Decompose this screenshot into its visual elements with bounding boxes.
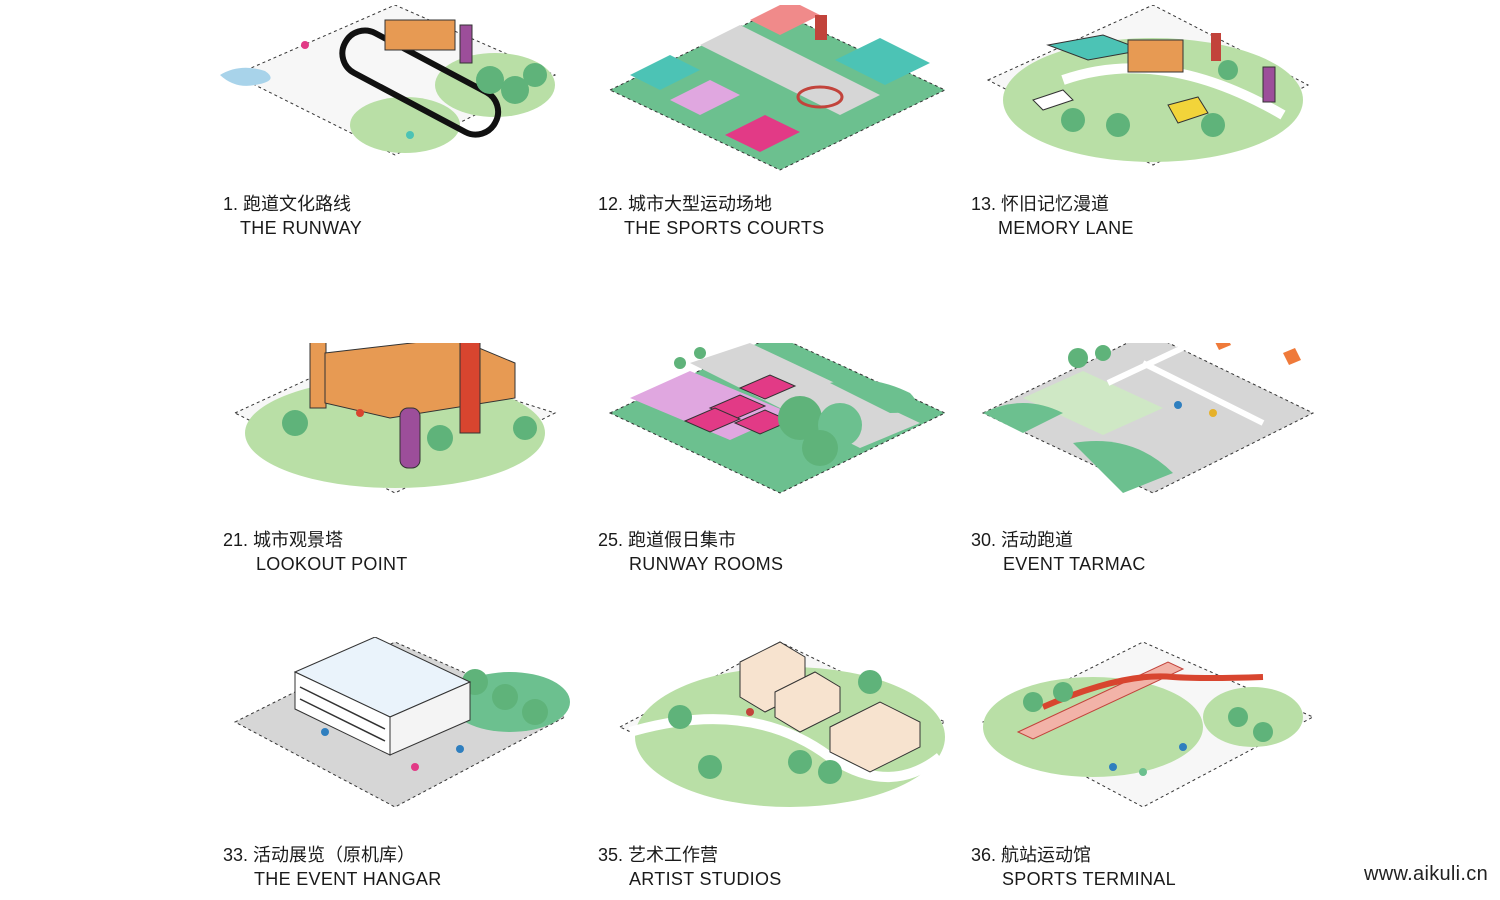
caption-en: RUNWAY ROOMS: [629, 554, 784, 574]
caption-zh: 1. 跑道文化路线: [223, 194, 352, 214]
artist-studios-illustration: [618, 641, 947, 807]
caption-runway-rooms: 25. 跑道假日集市 RUNWAY ROOMS: [598, 528, 783, 576]
tile-event-hangar: 33. 活动展览（原机库） THE EVENT HANGAR: [215, 637, 575, 889]
runway-illustration: [220, 5, 557, 156]
tile-event-tarmac: 30. 活动跑道 EVENT TARMAC: [963, 343, 1323, 574]
caption-sports-terminal: 36. 航站运动馆 SPORTS TERMINAL: [971, 843, 1176, 891]
tile-lookout-point: 21. 城市观景塔 LOOKOUT POINT: [215, 343, 575, 574]
tile-runway: 1. 跑道文化路线 THE RUNWAY: [215, 5, 575, 238]
tile-sports-terminal: 36. 航站运动馆 SPORTS TERMINAL: [963, 637, 1323, 889]
caption-en: ARTIST STUDIOS: [629, 869, 782, 889]
caption-artist-studios: 35. 艺术工作营 ARTIST STUDIOS: [598, 843, 782, 891]
caption-en: THE RUNWAY: [240, 218, 362, 238]
caption-en: SPORTS TERMINAL: [1002, 869, 1176, 889]
caption-zh: 33. 活动展览（原机库）: [223, 845, 416, 865]
caption-zh: 25. 跑道假日集市: [598, 530, 737, 550]
caption-zh: 30. 活动跑道: [971, 530, 1074, 550]
event-tarmac-illustration: [981, 343, 1315, 494]
caption-en: EVENT TARMAC: [1003, 554, 1146, 574]
tile-sports-courts: 12. 城市大型运动场地 THE SPORTS COURTS: [590, 5, 950, 238]
caption-zh: 35. 艺术工作营: [598, 845, 719, 865]
caption-lookout-point: 21. 城市观景塔 LOOKOUT POINT: [223, 528, 408, 576]
tile-artist-studios: 35. 艺术工作营 ARTIST STUDIOS: [590, 637, 950, 889]
caption-zh: 12. 城市大型运动场地: [598, 194, 773, 214]
event-hangar-illustration: [233, 637, 570, 808]
lookout-point-illustration: [233, 343, 557, 494]
tile-runway-rooms: 25. 跑道假日集市 RUNWAY ROOMS: [590, 343, 950, 574]
caption-en: LOOKOUT POINT: [256, 554, 408, 574]
runway-rooms-illustration: [608, 343, 947, 494]
sports-terminal-illustration: [981, 641, 1315, 808]
caption-runway: 1. 跑道文化路线 THE RUNWAY: [223, 192, 362, 240]
caption-zh: 13. 怀旧记忆漫道: [971, 194, 1110, 214]
caption-sports-courts: 12. 城市大型运动场地 THE SPORTS COURTS: [598, 192, 824, 240]
memory-lane-illustration: [986, 5, 1310, 166]
caption-en: THE SPORTS COURTS: [624, 218, 825, 238]
caption-event-hangar: 33. 活动展览（原机库） THE EVENT HANGAR: [223, 843, 442, 891]
watermark: www.aikuli.cn: [1364, 863, 1488, 885]
tile-memory-lane: 13. 怀旧记忆漫道 MEMORY LANE: [963, 5, 1323, 238]
caption-zh: 21. 城市观景塔: [223, 530, 344, 550]
caption-en: THE EVENT HANGAR: [254, 869, 442, 889]
caption-memory-lane: 13. 怀旧记忆漫道 MEMORY LANE: [971, 192, 1134, 240]
caption-en: MEMORY LANE: [998, 218, 1134, 238]
caption-zh: 36. 航站运动馆: [971, 845, 1092, 865]
caption-event-tarmac: 30. 活动跑道 EVENT TARMAC: [971, 528, 1146, 576]
sports-courts-illustration: [608, 5, 947, 171]
